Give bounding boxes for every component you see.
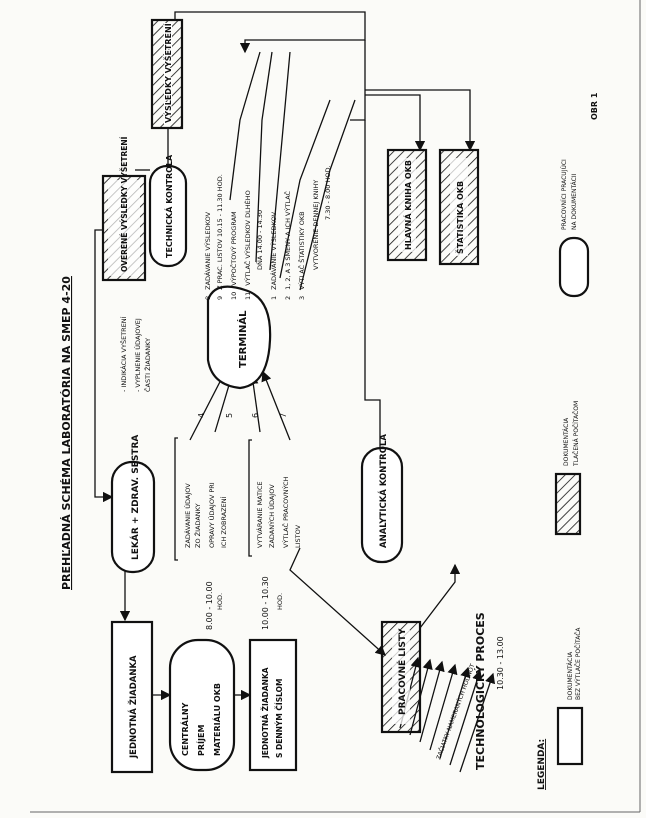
notes-top: - INDIKÁCIA VYŠETRENÍ - VYPLNENIE ÚDAJOV…: [119, 316, 152, 392]
midday-block: VYTVÁRANIE MATICE ZADANÝCH ÚDAJOV VÝTLAČ…: [248, 413, 302, 630]
figure-label: OBR 1: [590, 92, 599, 120]
legend-title: LEGENDA:: [537, 739, 547, 790]
midday-time: 10.00 - 10.30: [261, 576, 270, 630]
label-centralny-1: CENTRÁLNY: [179, 702, 190, 756]
box-jednotna-ziadanka: JEDNOTNÁ ŽIADANKA: [110, 620, 154, 774]
legend-item3-a: PRACOVNÍCI PRACUJÚCI: [561, 159, 568, 230]
input-10: 10VÝPOČTOVÝ PROGRAM: [229, 211, 238, 300]
input-3b: VYTVORENIE DENNEJ KNIHY: [312, 180, 320, 270]
input-11: 11VÝTLAČ VÝSLEDKOV DLHÉHO: [243, 190, 252, 300]
legend-item2-a: DOKUMENTÁCIA: [563, 417, 570, 466]
input-8: 8ZADÁVANIE VÝSLEDKOV: [203, 211, 212, 300]
terminal-inputs: 8ZADÁVANIE VÝSLEDKOV 9Z PRAC. LISTOV 10.…: [203, 165, 332, 300]
legend-item1-b: BEZ VÝTLAČE POČÍTAČA: [575, 627, 582, 700]
morning-block: ZADÁVANIE ÚDAJOV ZO ŽIADANKY OPRAVY ÚDAJ…: [174, 413, 234, 630]
legend-item2-b: TLAČENÁ POČÍTAČOM: [573, 401, 580, 467]
morning-time: 8.00 - 10.00: [205, 581, 214, 630]
box-vysledky-vysetreni: VÝSLEDKY VYŠETRENÍ: [150, 18, 184, 130]
process-title: TECHNOLOGICKÝ PROCES: [474, 612, 487, 770]
input-2: 21, 2, A 3 SMENY A ICH VÝTLAČ: [283, 190, 292, 300]
input-1: 1ZADÁVANIE VÝSLEDKOV: [269, 211, 278, 300]
legend-swatch-rounded: [558, 236, 590, 298]
label-statistika: ŠTATISTIKA OKB: [454, 181, 465, 254]
box-pracovne-listy: PRACOVNÉ LISTY: [380, 620, 422, 734]
label-analyticka-kontrola: ANALYTICKÁ KONTROLA: [377, 434, 389, 548]
box-terminal: TERMINÁL: [206, 285, 272, 390]
box-jednotna-ziadanka-cislo: JEDNOTNÁ ŽIADANKA S DENNÝM ČÍSLOM: [248, 638, 298, 772]
midday-line-2: ZADANÝCH ÚDAJOV: [267, 484, 276, 548]
legend-swatch-plain: [556, 706, 584, 766]
legend-swatch-hatched: [554, 472, 582, 536]
input-3: 3VÝTLAČ ŠTATISTIKY OKB: [297, 211, 306, 300]
midday-line-3: VÝTLAČ PRACOVNÝCH: [281, 476, 290, 548]
input-3c: 7.30 - 8.00 HOD.: [324, 165, 332, 220]
label-jednotna-ziadanka: JEDNOTNÁ ŽIADANKA: [127, 655, 139, 759]
label-terminal: TERMINÁL: [236, 310, 249, 368]
label-vysledky-vysetreni: VÝSLEDKY VYŠETRENÍ: [162, 23, 173, 123]
box-overene-vysledky: OVERENÉ VÝSLEDKY VYŠETRENÍ: [101, 136, 147, 282]
morning-num-top: 4: [197, 413, 206, 418]
legend-item1-a: DOKUMENTÁCIA: [567, 651, 574, 700]
input-11b: DŇA 14.00 - 14.30: [255, 210, 264, 270]
label-ziadanka-cislo-1: JEDNOTNÁ ŽIADANKA: [261, 667, 270, 759]
process-time: 10.30 - 13.00: [496, 636, 505, 690]
box-lekar: LEKÁR + ZDRAV. SESTRA: [110, 435, 156, 574]
midday-line-1: VYTVÁRANIE MATICE: [255, 481, 264, 548]
label-centralny-3: MATERIÁLU OKB: [211, 683, 222, 756]
morning-line-3: OPRAVY ÚDAJOV PRI: [207, 482, 216, 548]
box-technicka-kontrola: TECHNICKÁ KONTROLA: [148, 154, 188, 268]
diagram-title: PREHĽADNÁ SCHÉMA LABORATÓRIA NA SMEP 4-2…: [60, 276, 73, 590]
midday-unit: HOD.: [276, 593, 284, 610]
note-line-2: - VYPLNENIE ÚDAJOVEJ: [133, 318, 142, 392]
input-9: 9Z PRAC. LISTOV 10.15 - 11.30 HOD.: [216, 174, 224, 300]
morning-line-4: ICH ZOBRAZENÍ: [219, 496, 228, 548]
label-centralny-2: PRÍJEM: [195, 725, 206, 756]
box-statistika: ŠTATISTIKA OKB: [438, 148, 480, 266]
legend: LEGENDA: DOKUMENTÁCIA BEZ VÝTLAČE POČÍTA…: [537, 159, 590, 790]
box-hlavna-kniha: HLAVNÁ KNIHA OKB: [386, 148, 428, 262]
box-centralny-prijem: CENTRÁLNY PRÍJEM MATERIÁLU OKB: [168, 638, 236, 772]
process-block: ZAČIATKY NAMERANÝCH HODNÔT TECHNOLOGICKÝ…: [435, 612, 505, 770]
midday-line-4: LISTOV: [294, 524, 302, 548]
morning-line-1: ZADÁVANIE ÚDAJOV: [183, 483, 192, 548]
note-line-1: - INDIKÁCIA VYŠETRENÍ: [119, 316, 128, 392]
morning-unit: HOD.: [216, 593, 224, 610]
label-overene-vysledky: OVERENÉ VÝSLEDKY VYŠETRENÍ: [120, 136, 129, 272]
note-line-3: ČASTI ŽIADANKY: [143, 338, 152, 392]
label-hlavna-kniha: HLAVNÁ KNIHA OKB: [402, 160, 413, 250]
morning-line-2: ZO ŽIADANKY: [193, 503, 202, 548]
box-analyticka-kontrola: ANALYTICKÁ KONTROLA: [360, 434, 404, 564]
label-lekar: LEKÁR + ZDRAV. SESTRA: [129, 435, 141, 560]
label-technicka-kontrola: TECHNICKÁ KONTROLA: [163, 154, 174, 258]
morning-num-bottom: 5: [225, 413, 234, 418]
legend-item3-b: NA DOKUMENTÁCII: [571, 173, 578, 230]
midday-num-top: 6: [251, 413, 260, 418]
midday-num-bottom: 7: [279, 413, 288, 418]
label-ziadanka-cislo-2: S DENNÝM ČÍSLOM: [275, 679, 284, 758]
label-pracovne-listy: PRACOVNÉ LISTY: [396, 628, 408, 715]
